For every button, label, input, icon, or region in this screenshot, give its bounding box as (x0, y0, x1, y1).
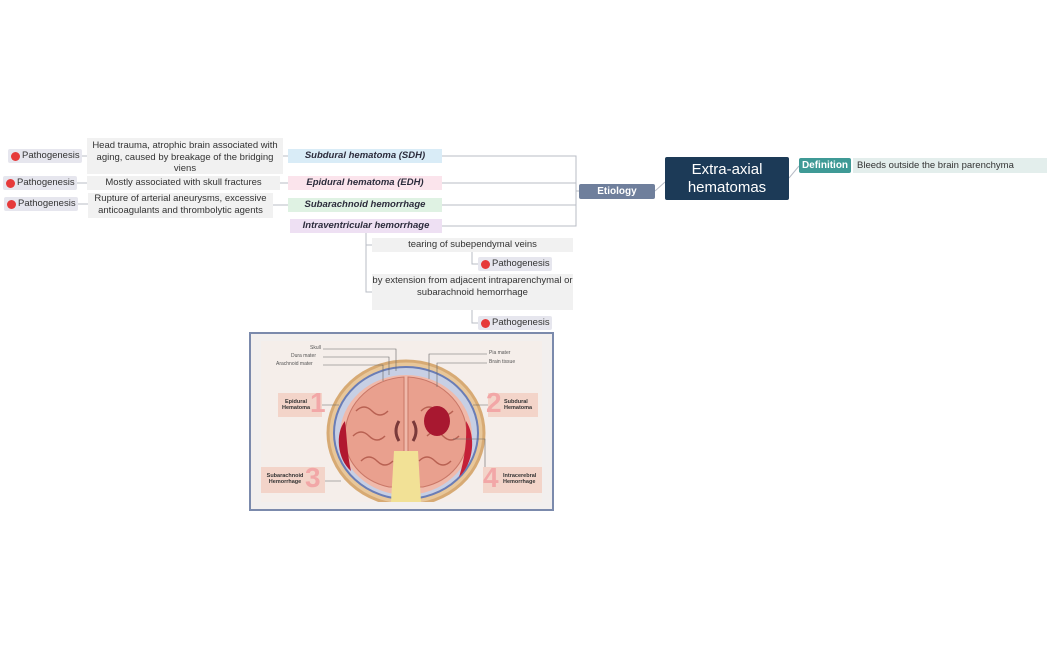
root-node[interactable]: Extra-axial hematomas (665, 157, 789, 200)
definition-text[interactable]: Bleeds outside the brain parenchyma (853, 158, 1047, 173)
number-1: 1 (310, 387, 326, 418)
red-dot-icon (6, 179, 15, 188)
callout-subdural: 2 Subdural Hematoma (486, 387, 538, 418)
pathogenesis-label: Pathogenesis (18, 198, 76, 209)
description-ivh-veins[interactable]: tearing of subependymal veins (372, 238, 573, 252)
pathogenesis-label: Pathogenesis (22, 150, 80, 161)
pathogenesis-tag-ivh-veins[interactable]: Pathogenesis (478, 257, 552, 271)
label-subdural-hematoma: Subdural Hematoma (504, 399, 533, 411)
label-skull: Skull (310, 345, 321, 351)
description-sah[interactable]: Rupture of arterial aneurysms, excessive… (88, 193, 273, 218)
category-ivh[interactable]: Intraventricular hemorrhage (290, 219, 442, 233)
pathogenesis-label: Pathogenesis (492, 258, 550, 269)
label-subarachnoid-hemorrhage: Subarachnoid Hemorrhage (266, 473, 304, 485)
number-4: 4 (483, 462, 499, 493)
red-dot-icon (481, 319, 490, 328)
definition-label[interactable]: Definition (799, 158, 851, 173)
brain-hematoma-figure[interactable]: Skull Dura mater Arachnoid mater Pia mat… (249, 332, 554, 511)
pathogenesis-tag-ivh-extension[interactable]: Pathogenesis (478, 316, 552, 330)
label-brain-tissue: Brain tissue (489, 359, 516, 365)
category-edh[interactable]: Epidural hematoma (EDH) (288, 176, 442, 190)
red-dot-icon (481, 260, 490, 269)
red-dot-icon (7, 200, 16, 209)
label-arachnoid-mater: Arachnoid mater (276, 361, 313, 367)
category-sah[interactable]: Subarachnoid hemorrhage (288, 198, 442, 212)
description-sdh[interactable]: Head trauma, atrophic brain associated w… (87, 138, 283, 174)
callout-intracerebral: 4 Intracerebral Hemorrhage (483, 462, 542, 493)
label-epidural-hematoma: Epidural Hematoma (282, 399, 311, 411)
pathogenesis-tag-sdh[interactable]: Pathogenesis (8, 149, 82, 163)
red-dot-icon (11, 152, 20, 161)
pathogenesis-tag-edh[interactable]: Pathogenesis (3, 176, 77, 190)
category-sdh[interactable]: Subdural hematoma (SDH) (288, 149, 442, 163)
pathogenesis-tag-sah[interactable]: Pathogenesis (4, 197, 78, 211)
pathogenesis-label: Pathogenesis (492, 317, 550, 328)
callout-epidural: Epidural Hematoma 1 (278, 387, 326, 418)
label-pia-mater: Pia mater (489, 350, 511, 356)
pathogenesis-label: Pathogenesis (17, 177, 75, 188)
number-3: 3 (305, 462, 321, 493)
description-ivh-extension[interactable]: by extension from adjacent intraparenchy… (372, 274, 573, 310)
root-title: Extra-axial hematomas (687, 161, 767, 196)
label-dura-mater: Dura mater (291, 353, 317, 359)
number-2: 2 (486, 387, 502, 418)
brain-illustration (317, 348, 501, 502)
etiology-node[interactable]: Etiology (579, 184, 655, 199)
label-intracerebral-hemorrhage: Intracerebral Hemorrhage (503, 473, 537, 485)
callout-subarachnoid: Subarachnoid Hemorrhage 3 (261, 462, 325, 493)
description-edh[interactable]: Mostly associated with skull fractures (87, 176, 280, 190)
figure-canvas: Skull Dura mater Arachnoid mater Pia mat… (261, 341, 542, 502)
